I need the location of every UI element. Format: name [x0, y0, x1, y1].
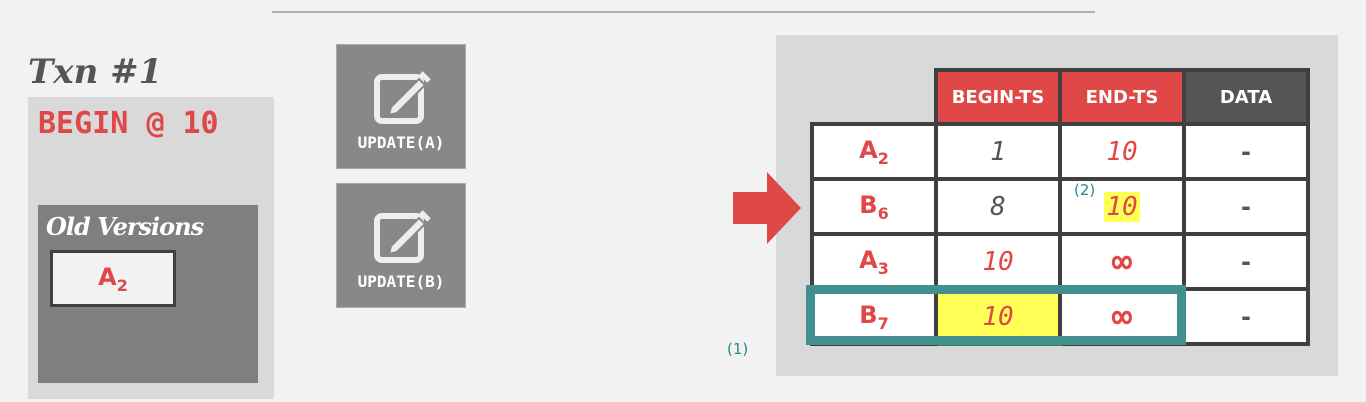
version-sub: 6 [877, 203, 889, 223]
data-cell: - [1182, 232, 1310, 291]
end-ts-cell: 10 [1058, 122, 1186, 181]
version-name: B [859, 300, 878, 329]
version-sub: 2 [877, 148, 889, 168]
version-sub: 2 [116, 275, 128, 295]
update-a-label: UPDATE(A) [357, 133, 445, 152]
table-row: A2 1 10 - [810, 122, 1310, 181]
old-versions-title: Old Versions [46, 212, 204, 241]
version-name: A [859, 135, 878, 164]
update-b-label: UPDATE(B) [357, 272, 445, 291]
data-cell: - [1182, 122, 1310, 181]
step-1-annotation: (1) [727, 340, 749, 358]
step-2-annotation: (2) [1074, 181, 1096, 199]
divider [272, 11, 1095, 13]
update-a-button[interactable]: UPDATE(A) [336, 44, 466, 169]
old-version-item: A2 [50, 250, 176, 307]
edit-icon [374, 71, 431, 124]
header-begin-ts: BEGIN-TS [934, 68, 1062, 126]
begin-ts-cell: 1 [934, 122, 1062, 181]
arrow-right-icon [733, 172, 801, 244]
header-end-ts: END-TS [1058, 68, 1186, 126]
txn-title: Txn #1 [28, 52, 163, 92]
new-version-highlight [806, 285, 1186, 345]
data-cell: - [1182, 177, 1310, 236]
data-cell: - [1182, 287, 1310, 346]
version-name: B [859, 190, 878, 219]
end-ts-cell: ∞ [1058, 232, 1186, 291]
table-row: B6 8 (2) 10 - [810, 177, 1310, 236]
version-name: A [859, 245, 878, 274]
version-sub: 3 [877, 258, 889, 278]
begin-ts-cell: 10 [934, 232, 1062, 291]
begin-timestamp: BEGIN @ 10 [38, 106, 219, 141]
corner-cell [812, 70, 936, 126]
begin-ts-cell: 8 [934, 177, 1062, 236]
version-table: BEGIN-TS END-TS DATA A2 1 10 - B6 8 (2)1… [810, 68, 1310, 346]
version-name: A [98, 262, 117, 291]
update-b-button[interactable]: UPDATE(B) [336, 183, 466, 308]
version-sub: 7 [877, 313, 889, 333]
end-ts-cell: 10 [1104, 191, 1140, 222]
table-row: A3 10 ∞ - [810, 232, 1310, 291]
edit-icon [374, 210, 431, 263]
header-data: DATA [1182, 68, 1310, 126]
